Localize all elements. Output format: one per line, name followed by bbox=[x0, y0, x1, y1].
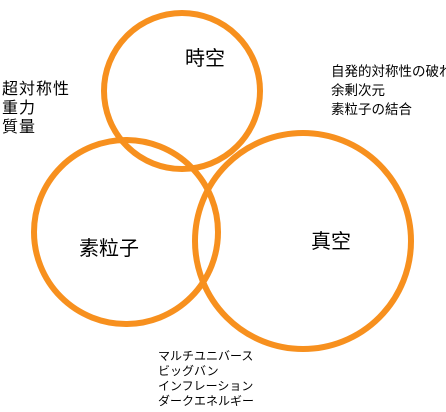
note-item: 重力 bbox=[2, 98, 37, 117]
note-item: マルチユニバース bbox=[158, 349, 254, 363]
circle-label-vacuum: 真空 bbox=[311, 229, 351, 253]
note-item: 余剰次元 bbox=[331, 83, 385, 99]
note-item: ビッグバン bbox=[158, 364, 219, 378]
note-particles-vacuum: マルチユニバース ビッグバン インフレーション ダークエネルギー bbox=[158, 349, 254, 409]
note-item: 質量 bbox=[2, 117, 37, 136]
circle-particles bbox=[31, 137, 221, 327]
circle-vacuum bbox=[192, 130, 414, 352]
circle-time-space bbox=[101, 10, 263, 172]
note-time-space-vacuum: 自発的対称性の破れ 余剰次元 素粒子の結合 bbox=[331, 63, 446, 120]
note-item: ダークエネルギー bbox=[158, 394, 255, 408]
note-item: 超対称性 bbox=[2, 79, 71, 98]
note-item: 自発的対称性の破れ bbox=[331, 64, 446, 80]
note-time-space-particles: 超対称性 重力 質量 bbox=[2, 79, 70, 136]
note-item: 素粒子の結合 bbox=[331, 102, 412, 118]
circle-label-time-space: 時空 bbox=[185, 46, 225, 70]
note-item: インフレーション bbox=[158, 379, 254, 393]
circle-label-particles: 素粒子 bbox=[79, 236, 139, 260]
